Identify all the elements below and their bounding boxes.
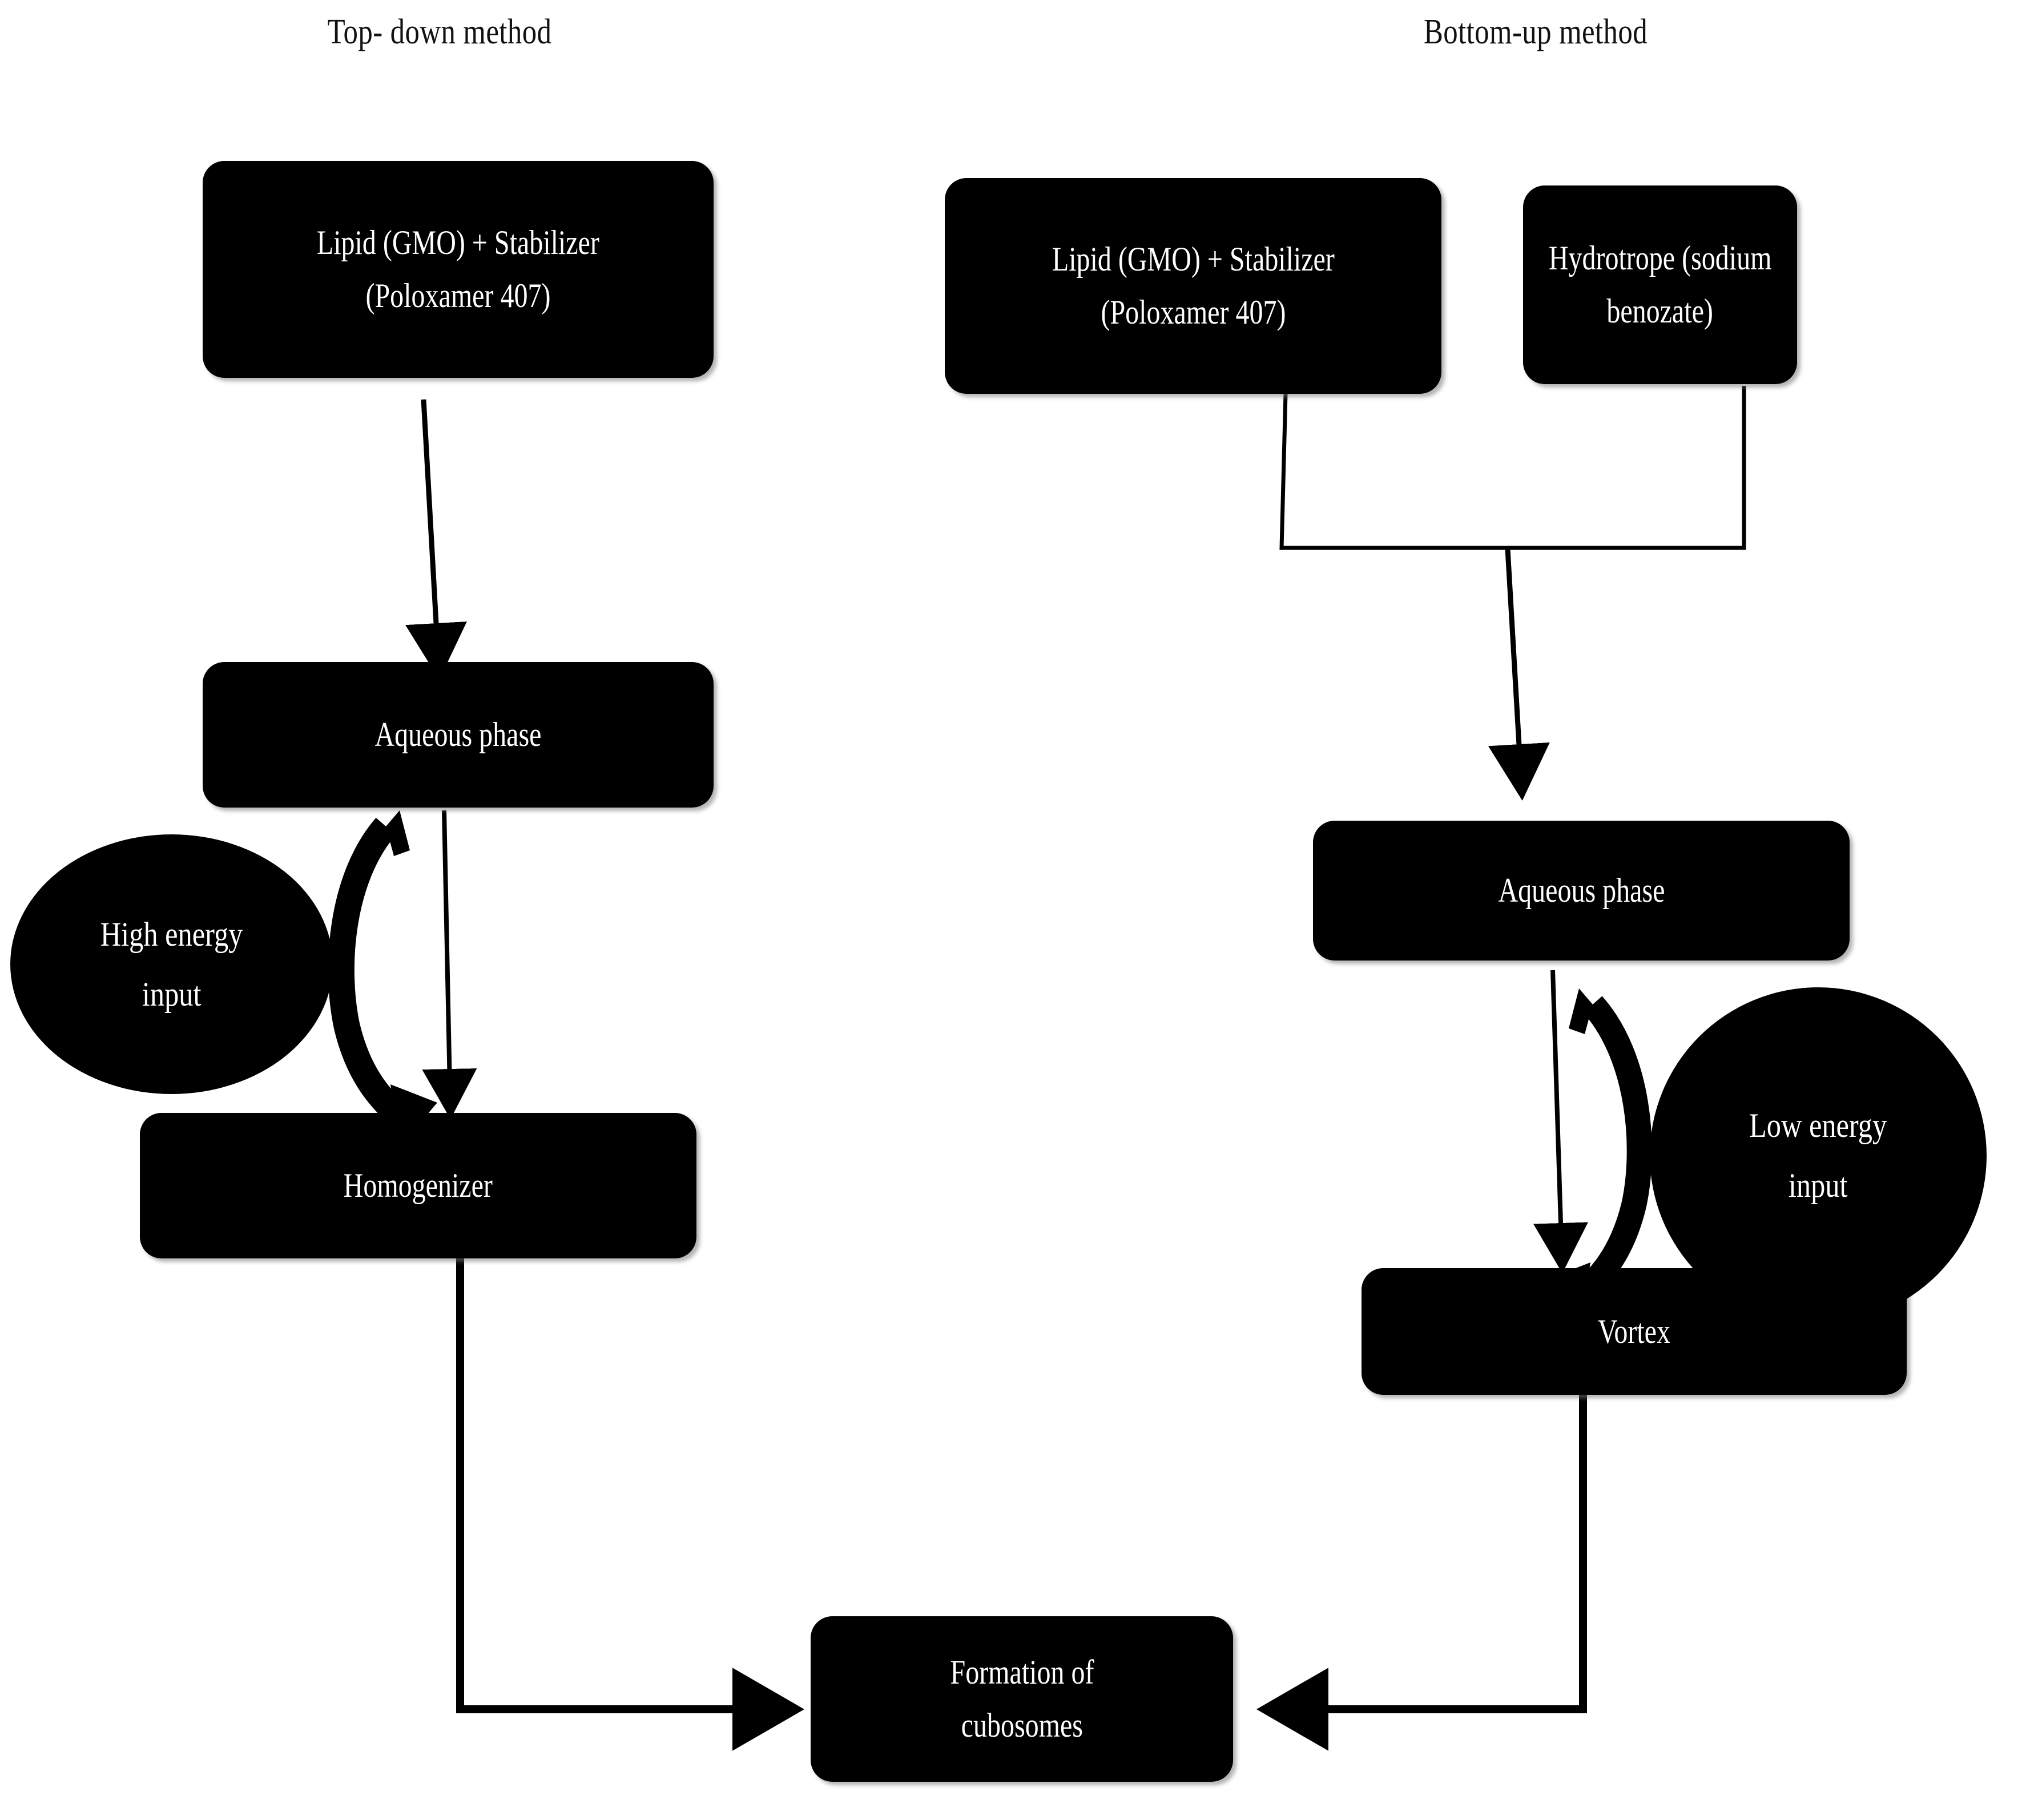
- node-lipid-stabilizer-left[interactable]: Lipid (GMO) + Stabilizer (Poloxamer 407): [203, 161, 714, 378]
- node-line-1: Formation of: [949, 1653, 1094, 1691]
- bubble-line-1: High energy: [100, 915, 243, 953]
- node-hydrotrope-sodium-benozate[interactable]: Hydrotrope (sodium benozate): [1523, 185, 1797, 384]
- node-line-2: (Poloxamer 407): [1101, 293, 1286, 331]
- node-line-1: Vortex: [1597, 1312, 1671, 1350]
- node-line-2: cubosomes: [961, 1706, 1083, 1744]
- node-line-2: benozate): [1606, 292, 1714, 330]
- node-formation-of-cubosomes[interactable]: Formation of cubosomes: [811, 1616, 1233, 1782]
- bubble-line-2: input: [1789, 1167, 1848, 1204]
- edge-aqueous-left-to-homogenizer: [422, 810, 477, 1119]
- node-line-1: Lipid (GMO) + Stabilizer: [1052, 240, 1335, 278]
- edge-homogenizer-to-cubosomes: [456, 1258, 804, 1751]
- node-homogenizer[interactable]: Homogenizer: [140, 1113, 696, 1258]
- edge-merge-bracket: [1279, 386, 1746, 801]
- edge-aqueous-right-to-vortex: [1533, 970, 1588, 1273]
- node-high-energy-input[interactable]: High energy input: [10, 834, 333, 1094]
- bubble-line-1: Low energy: [1749, 1107, 1887, 1144]
- bubble-line-2: input: [142, 975, 202, 1013]
- column-heading-top-down: Top- down method: [327, 13, 552, 51]
- node-aqueous-phase-right[interactable]: Aqueous phase: [1313, 821, 1850, 961]
- node-line-1: Lipid (GMO) + Stabilizer: [316, 224, 599, 261]
- node-line-1: Aqueous phase: [1498, 871, 1665, 909]
- node-line-1: Homogenizer: [343, 1167, 493, 1204]
- edge-vortex-to-cubosomes: [1256, 1395, 1587, 1751]
- node-low-energy-input[interactable]: Low energy input: [1650, 987, 1987, 1324]
- node-aqueous-phase-left[interactable]: Aqueous phase: [203, 662, 714, 808]
- node-line-1: Hydrotrope (sodium: [1548, 239, 1772, 277]
- node-lipid-stabilizer-right[interactable]: Lipid (GMO) + Stabilizer (Poloxamer 407): [945, 178, 1441, 394]
- curved-arrow-high-energy-to-homogenizer: [328, 810, 437, 1147]
- node-line-1: Aqueous phase: [374, 716, 542, 753]
- node-line-2: (Poloxamer 407): [365, 277, 551, 314]
- column-heading-bottom-up: Bottom-up method: [1423, 13, 1648, 51]
- edge-lipid-left-to-aqueous-left: [405, 399, 467, 680]
